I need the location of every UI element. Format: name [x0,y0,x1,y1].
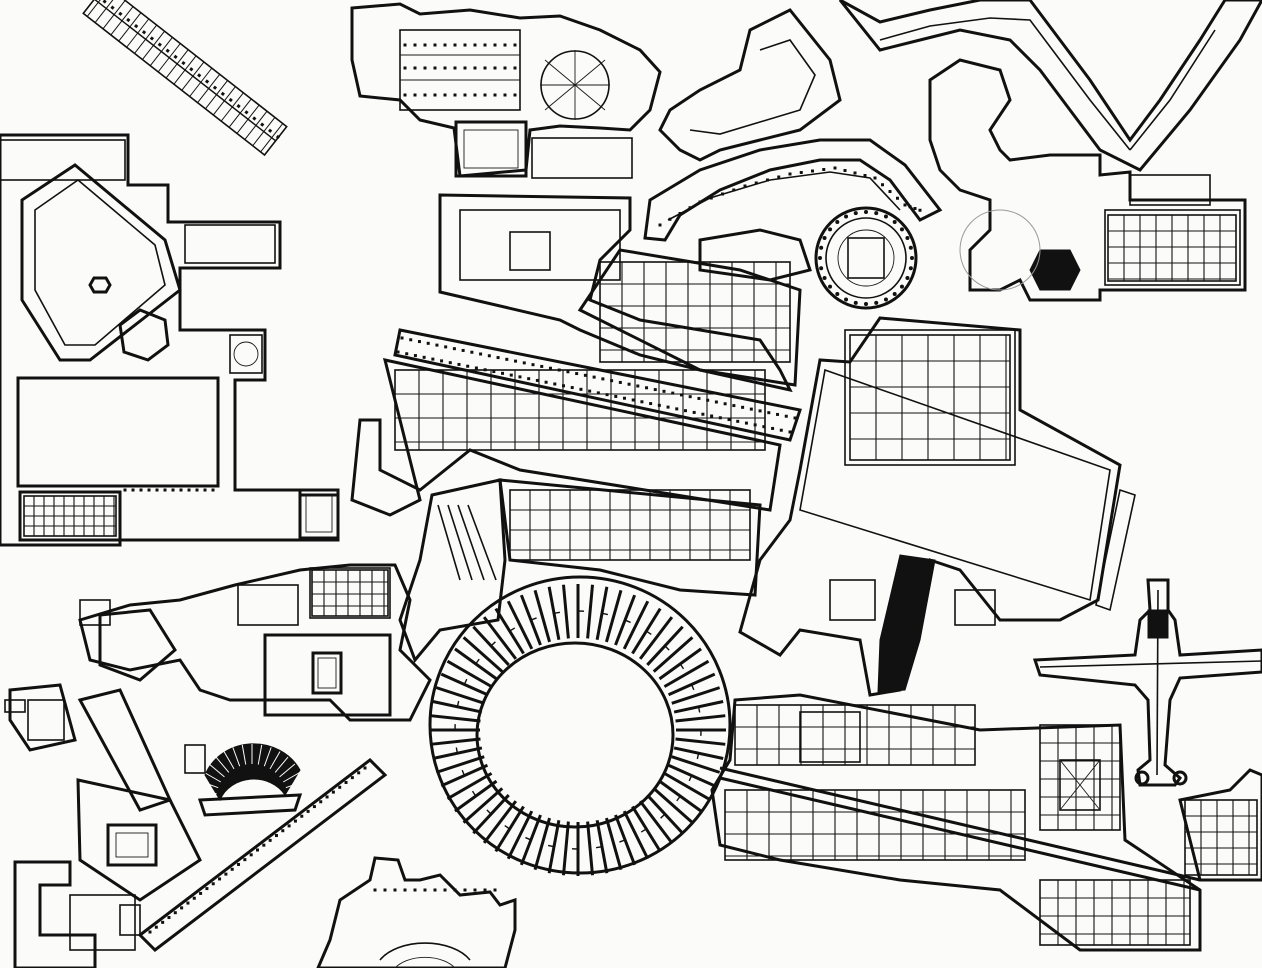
courtyard-house [13,860,141,968]
bastion-fort [316,856,517,968]
colonnaded-street [350,328,802,597]
cruciform-building [1032,578,1262,787]
cathedral-complex [350,2,662,179]
stoa-street [76,758,388,952]
diagonal-terrace-block [82,0,288,157]
square-courtyard-palace [738,316,1136,697]
sanctuary-complex [8,563,432,812]
octagon-courtyard-complex [0,133,340,547]
corner-block-east [1178,768,1262,882]
garden-building [298,488,340,540]
urban-block-north [438,193,802,393]
annex-squares [4,599,111,713]
forum-polygon [398,478,507,663]
theatre [184,743,308,817]
crescent-terrace [643,8,943,242]
oval-amphitheatre [428,575,732,876]
rotunda [698,206,918,310]
zigzag-terrace [838,0,1262,172]
cross-plan-palace [928,58,1247,302]
dense-block-east [710,693,1202,952]
